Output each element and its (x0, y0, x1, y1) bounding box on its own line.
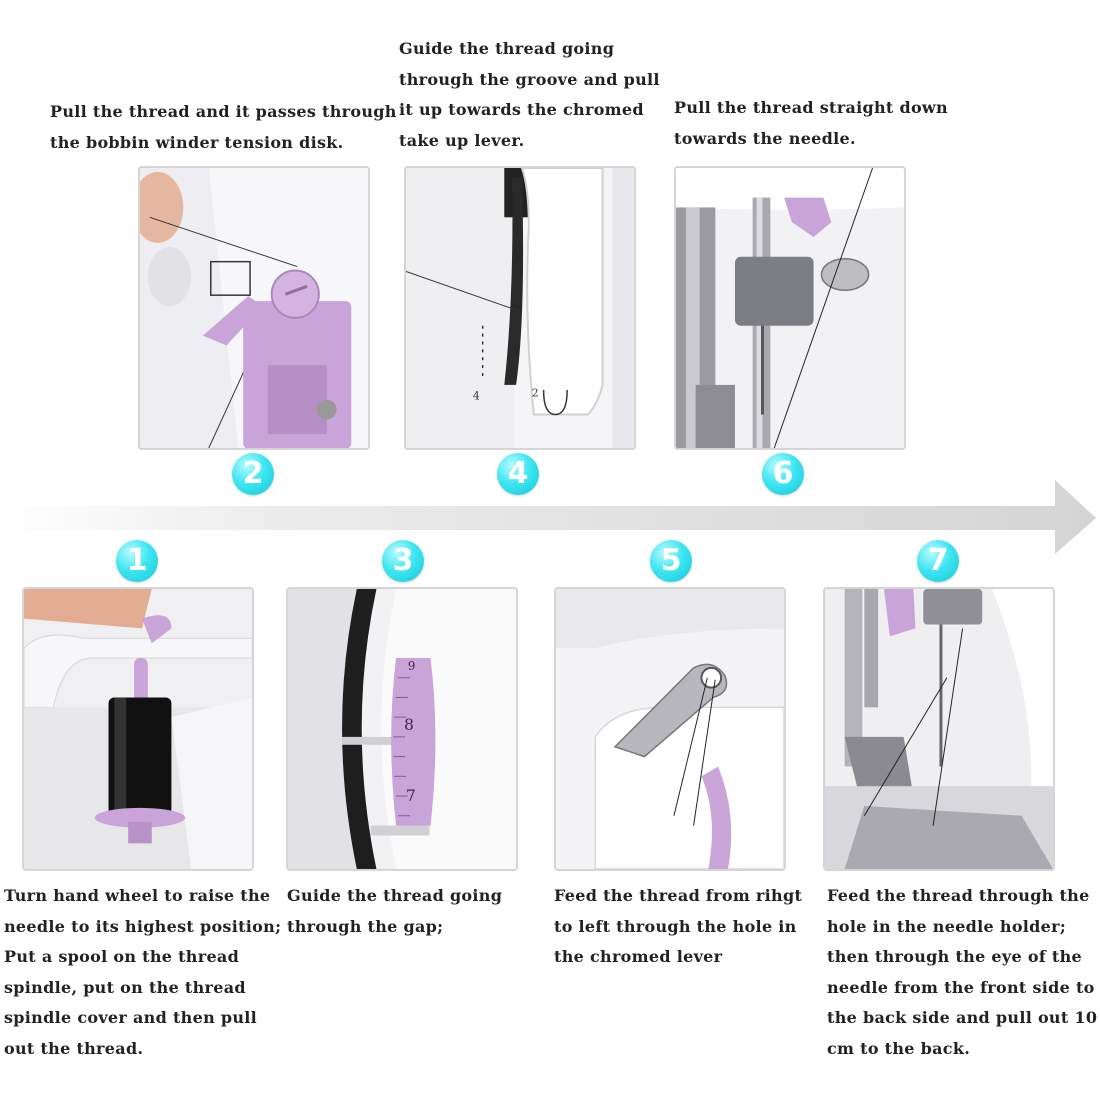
step-6-photo (674, 166, 906, 450)
step-3-badge: 3 (382, 540, 424, 582)
step-2-badge: 2 (232, 453, 274, 495)
step-6-caption: Pull the thread straight down towards th… (674, 98, 948, 148)
step-1-badge: 1 (116, 540, 158, 582)
step-7-caption: Feed the thread through the hole in the … (827, 886, 1098, 1058)
step-2-photo (138, 166, 370, 450)
step-2-caption: Pull the thread and it passes through th… (50, 102, 397, 152)
step-5-badge: 5 (650, 540, 692, 582)
step-4-photo: 4 2 (404, 166, 636, 450)
step-3-photo: 9 8 7 (286, 587, 518, 871)
step-1-photo (22, 587, 254, 871)
dial-number-8: 8 (404, 715, 414, 734)
dial-number-7: 7 (406, 786, 416, 805)
step-7-photo (823, 587, 1055, 871)
step-3-caption: Guide the thread going through the gap; (287, 886, 503, 936)
groove-mark-2: 2 (532, 387, 539, 400)
step-6-badge: 6 (762, 453, 804, 495)
step-4-caption: Guide the thread going through the groov… (399, 39, 660, 150)
step-7-badge: 7 (917, 540, 959, 582)
dial-number-9: 9 (408, 659, 416, 673)
step-5-caption: Feed the thread from rihgt to left throu… (554, 886, 803, 966)
groove-mark-4: 4 (473, 390, 480, 403)
timeline-arrow (0, 480, 1096, 554)
step-4-badge: 4 (497, 453, 539, 495)
step-5-photo (554, 587, 786, 871)
step-1-caption: Turn hand wheel to raise the needle to i… (4, 886, 282, 1058)
